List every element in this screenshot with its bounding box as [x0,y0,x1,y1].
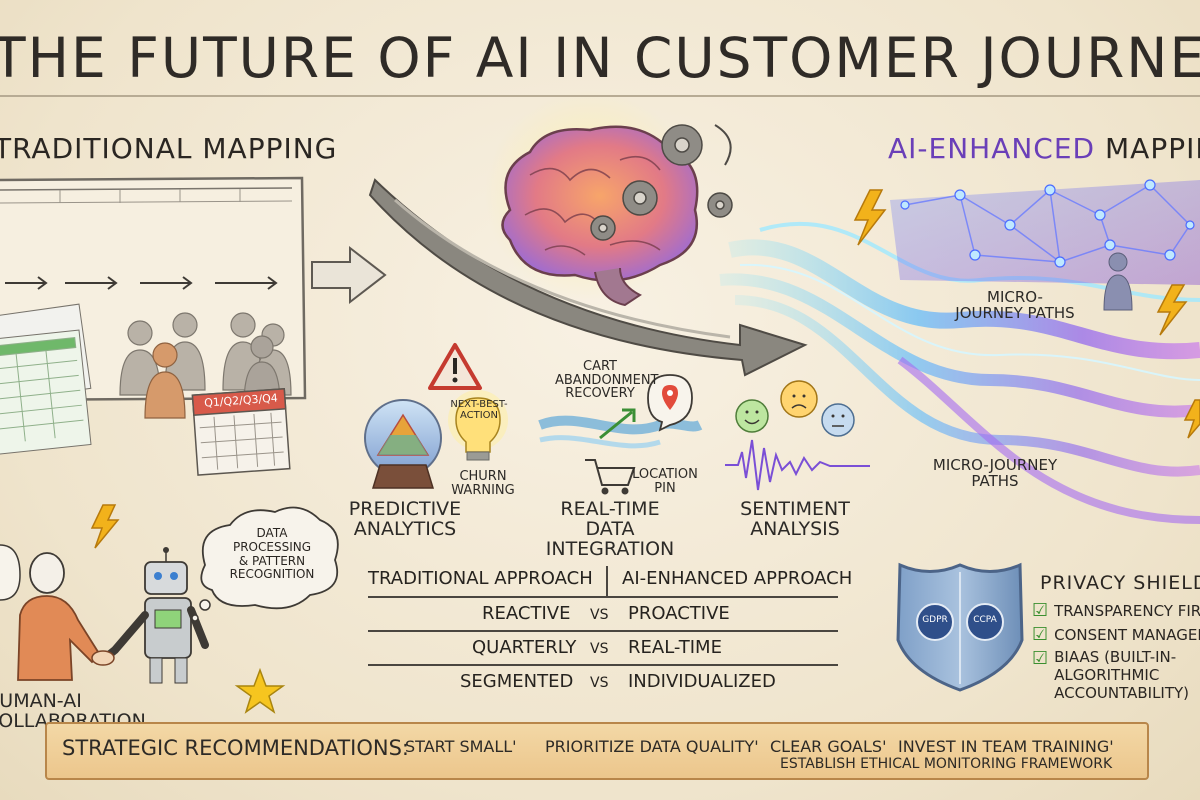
privacy-item: ☑ TRANSPARENCY FIRST [1032,600,1200,621]
lightning-icons [90,189,1200,549]
cart-abandonment-label: CART ABANDONMENT RECOVERY [555,359,659,402]
page-title: THE FUTURE OF AI IN CUSTOMER JOURNEY MAP… [0,26,1200,90]
table-divider [606,566,608,596]
checkmark-icon: ☑ [1032,648,1049,669]
micro-journey-label: MICRO-JOURNEY PATHS [955,288,1075,322]
recommendation-item: ESTABLISH ETHICAL MONITORING FRAMEWORK [780,756,1113,772]
table-cell-left: SEGMENTED [460,671,574,692]
privacy-item-label: CONSENT MANAGEMENT [1054,625,1200,644]
table-rule [368,664,838,666]
privacy-item: ☑BIAAS (BUILT-IN-ALGORITHMIC ACCOUNTABIL… [1032,648,1200,702]
gdpr-badge: GDPR [922,615,948,625]
vs-label: VS [590,675,609,691]
table-cell-right: PROACTIVE [628,603,730,624]
table-rule [368,630,838,632]
vs-label: VS [590,641,609,657]
table-cell-right: INDIVIDUALIZED [628,671,776,692]
thought-bubble [200,506,339,610]
recommendation-item: CLEAR GOALS' [770,737,887,756]
bubble-text: DATA PROCESSING & PATTERN RECOGNITION [222,526,322,582]
micro-journey-label: MICRO-JOURNEY PATHS [932,456,1058,490]
bubble-line: RECOGNITION [229,567,315,582]
bubble-line: & PATTERN [238,553,306,568]
vs-label: VS [590,607,609,623]
crystal-ball-icon [364,399,442,489]
traditional-mapping-heading: TRADITIONAL MAPPING [0,132,338,165]
churn-warning-label: CHURN WARNING [451,469,515,498]
next-best-action-label: NEXT-BEST-ACTION [450,399,508,421]
bubble-line: DATA [256,526,288,540]
privacy-item-label: TRANSPARENCY FIRST [1054,601,1200,620]
predictive-analytics-label: PREDICTIVE ANALYTICS [348,498,462,540]
recommendation-item: PRIORITIZE DATA QUALITY' [545,737,759,756]
recommendation-item: INVEST IN TEAM TRAINING' [898,737,1114,756]
ai-heading-accent: AI-ENHANCED [888,132,1096,165]
ai-mapping-heading: AI-ENHANCED MAPPING [888,132,1200,165]
transition-arrow [311,245,387,305]
sentiment-analysis-label: SENTIMENT ANALYSIS [740,498,850,540]
privacy-item: ☑ CONSENT MANAGEMENT [1032,624,1200,645]
recommendations-banner [45,722,1149,780]
brain-illustration [501,124,733,307]
neural-network [890,179,1200,311]
ccpa-badge: CCPA [973,615,997,625]
recommendation-item: START SMALL' [405,737,517,756]
cart-stream-illustration [538,374,703,495]
handshake-illustration [17,547,286,714]
bubble-line: PROCESSING [232,539,312,554]
whiteboard-illustration [0,176,307,476]
real-time-integration-label: REAL-TIME DATA INTEGRATION [545,498,675,560]
data-streams [719,222,1200,524]
location-pin-label: LOCATION PIN [632,467,698,496]
table-cell-left: REACTIVE [482,603,571,624]
sentiment-illustration [725,380,870,491]
checkmark-icon: ☑ [1032,600,1049,621]
title-divider [0,95,1200,97]
table-rule [368,596,838,598]
privacy-shield-icon [896,562,1024,692]
privacy-item-label: BIAAS (BUILT-IN-ALGORITHMIC ACCOUNTABILI… [1054,648,1190,702]
warning-icon [428,343,482,390]
table-header-traditional: TRADITIONAL APPROACH [368,568,593,589]
privacy-shield-title: PRIVACY SHIELD [1040,572,1200,594]
table-cell-left: QUARTERLY [472,637,577,658]
ai-heading-rest: MAPPING [1105,132,1200,165]
light-bulb-icon [448,390,508,461]
table-header-ai: AI-ENHANCED APPROACH [622,568,853,589]
checkmark-icon: ☑ [1032,624,1049,645]
recommendations-title: STRATEGIC RECOMMENDATIONS: [62,736,410,760]
swoosh-arrow [368,178,808,377]
table-cell-right: REAL-TIME [628,637,722,658]
